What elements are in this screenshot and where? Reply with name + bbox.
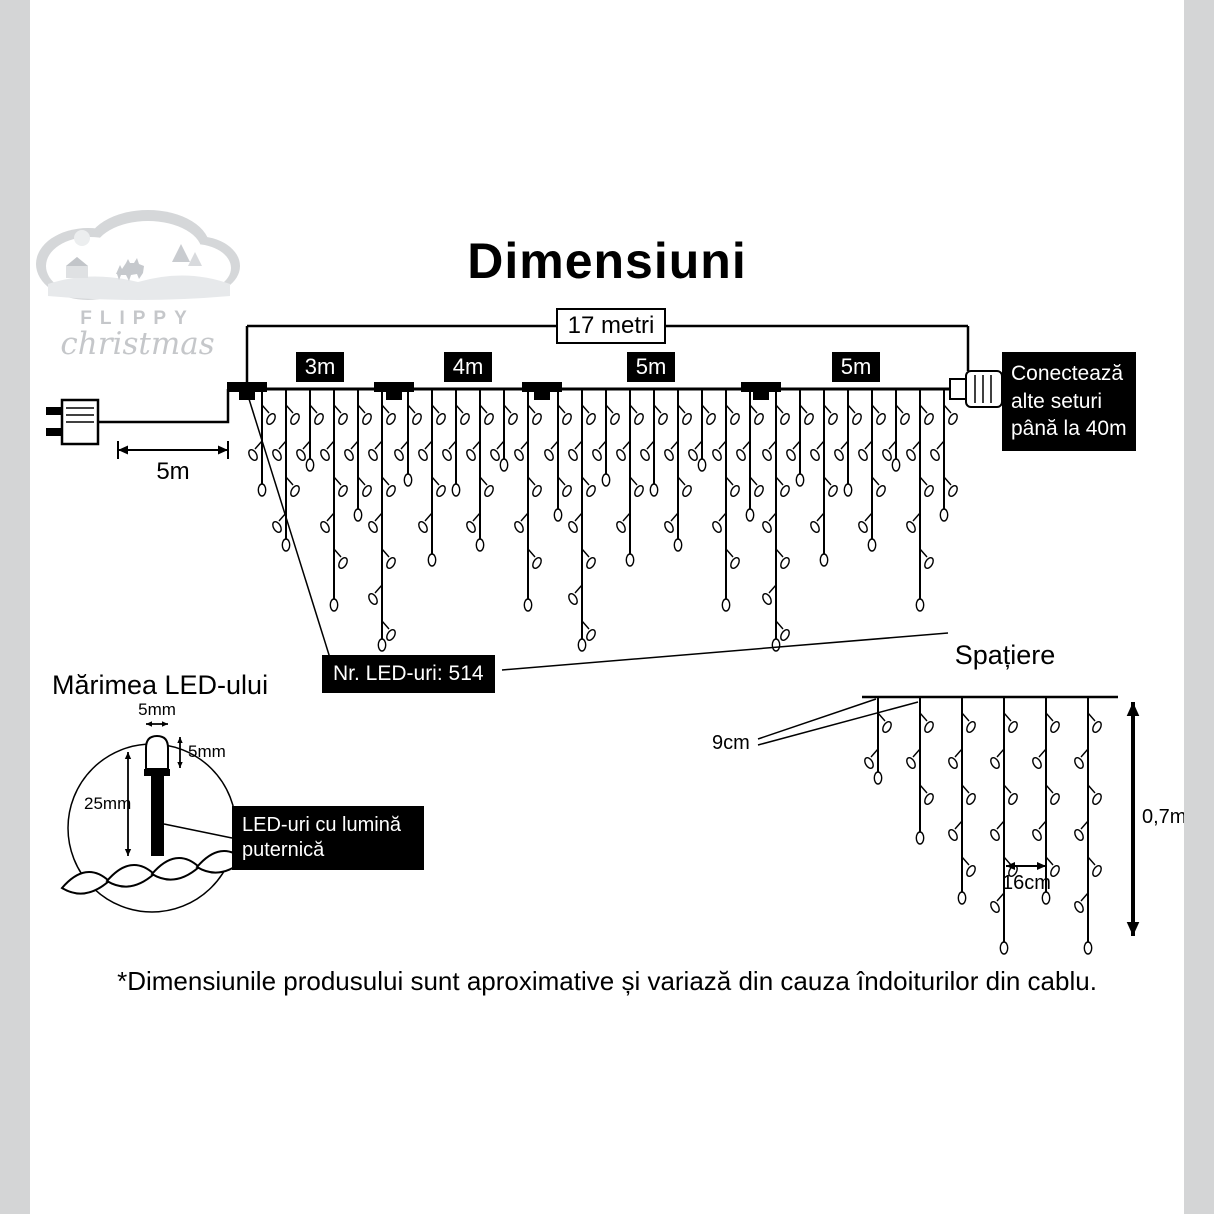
- connector-note-box: Conectează alte seturi până la 40m: [1002, 352, 1136, 452]
- logo-brand-text: FLIPPY: [80, 308, 195, 329]
- top-gap-label: 9cm: [712, 732, 750, 754]
- segment-label-5m-b: 5m: [832, 352, 880, 382]
- led-note-box: LED-uri cu lumină puternică: [232, 806, 424, 870]
- right-border-strip: [1184, 0, 1214, 1214]
- winter-scene-icon: [36, 210, 240, 300]
- led-detail-illustration: [60, 721, 246, 913]
- drop-height-label: 0,7m: [1142, 806, 1187, 828]
- footnote: *Dimensiunile produsului sunt aproximati…: [117, 966, 1097, 996]
- led-size-title: Mărimea LED-ului: [52, 670, 269, 700]
- segment-label-3m: 3m: [296, 352, 344, 382]
- segment-label-5m-a: 5m: [627, 352, 675, 382]
- total-length-label: 17 metri: [556, 308, 666, 344]
- bulb-gap-label: 16cm: [1002, 872, 1051, 894]
- left-border-strip: [0, 0, 30, 1214]
- led-cap-width-label: 5mm: [138, 700, 176, 719]
- main-string-illustration: [46, 324, 1003, 671]
- flippy-christmas-logo: FLIPPY christmas: [30, 202, 245, 370]
- spacing-illustration: [757, 695, 1140, 955]
- lead-length-label: 5m: [156, 458, 190, 485]
- segment-label-4m: 4m: [444, 352, 492, 382]
- logo-script-text: christmas: [60, 326, 215, 362]
- led-cap-height-label: 5mm: [188, 742, 226, 761]
- spacing-title: Spațiere: [954, 640, 1056, 670]
- led-body-length-label: 25mm: [84, 794, 132, 813]
- page-title: Dimensiuni: [467, 233, 747, 289]
- led-count-box: Nr. LED-uri: 514: [322, 655, 495, 693]
